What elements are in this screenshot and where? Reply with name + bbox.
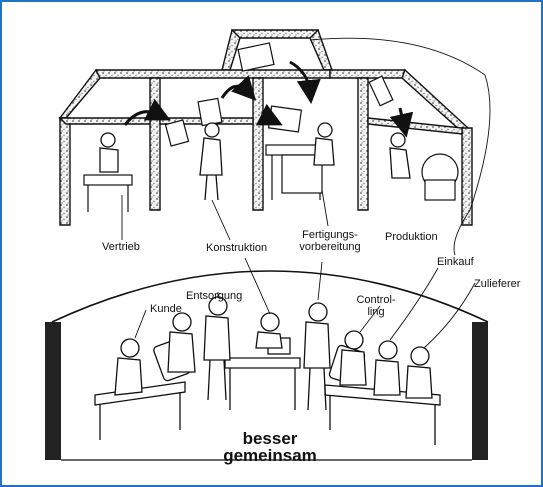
department-walls bbox=[58, 28, 473, 226]
table-left bbox=[94, 381, 186, 406]
meeting-room bbox=[45, 270, 489, 461]
person-zulieferer bbox=[405, 346, 433, 399]
person-fertigung bbox=[313, 122, 335, 166]
leader-controlling bbox=[359, 305, 381, 333]
leader-kunde bbox=[134, 309, 147, 339]
wall-back-left bbox=[95, 69, 331, 79]
label-konstruktion: Konstruktion bbox=[206, 242, 268, 254]
person-bottom-4 bbox=[255, 312, 283, 349]
label-controlling: Control- ling bbox=[354, 294, 398, 318]
leader-einkauf-top bbox=[309, 37, 491, 256]
label-controlling-line2: ling bbox=[367, 306, 385, 318]
person-entsorgung bbox=[203, 296, 231, 401]
wall-left-pillar bbox=[59, 117, 71, 226]
ledge-1 bbox=[58, 117, 151, 125]
leader-fertigung bbox=[321, 189, 329, 227]
wall-left-slope bbox=[58, 68, 101, 119]
room-right-wall bbox=[472, 322, 488, 460]
label-entsorgung: Entsorgung bbox=[186, 290, 243, 302]
leader-konstruktion-2 bbox=[244, 257, 271, 315]
person-produktion bbox=[389, 132, 411, 179]
person-einkauf bbox=[373, 340, 401, 396]
people-bottom bbox=[114, 296, 433, 411]
wall-top-right-slope bbox=[309, 28, 333, 71]
arrow-2 bbox=[220, 75, 257, 101]
label-zulieferer: Zulieferer bbox=[474, 278, 521, 290]
caption-line1: besser bbox=[242, 429, 298, 448]
arrow-3 bbox=[289, 60, 321, 104]
desk-vertrieb bbox=[83, 174, 133, 186]
label-fertigung-line1: Fertigungs- bbox=[302, 229, 358, 241]
label-fertigungsvorbereitung: Fertigungs- vorbereitung bbox=[298, 229, 362, 253]
person-kunde bbox=[114, 338, 143, 396]
wall-divider-1 bbox=[149, 77, 161, 211]
leader-fertigung-2 bbox=[317, 261, 323, 301]
wall-top-roof bbox=[231, 29, 319, 39]
wall-right-pillar bbox=[461, 127, 473, 226]
person-controlling bbox=[339, 330, 367, 386]
room-dome bbox=[51, 270, 489, 323]
leader-einkauf bbox=[389, 267, 439, 341]
wall-divider-3 bbox=[357, 77, 369, 211]
leader-lines bbox=[121, 37, 491, 349]
arrow-4 bbox=[255, 103, 283, 126]
binder-2 bbox=[368, 75, 394, 107]
label-produktion: Produktion bbox=[385, 231, 438, 243]
label-controlling-line1: Control- bbox=[356, 294, 396, 306]
label-einkauf: Einkauf bbox=[437, 256, 474, 268]
flow-arrows bbox=[123, 60, 414, 138]
label-vertrieb: Vertrieb bbox=[102, 241, 140, 253]
table-center bbox=[224, 357, 301, 369]
person-bottom-5 bbox=[303, 302, 331, 411]
person-vertrieb bbox=[99, 132, 119, 173]
ledge-4 bbox=[367, 117, 463, 135]
label-kunde: Kunde bbox=[150, 303, 182, 315]
wall-back-right bbox=[329, 69, 406, 79]
label-fertigung-line2: vorbereitung bbox=[299, 241, 361, 253]
people-top bbox=[99, 122, 411, 201]
blueprint-2 bbox=[267, 105, 303, 133]
furniture-bottom bbox=[94, 337, 441, 445]
caption: besser gemeinsam bbox=[205, 430, 335, 464]
person-bottom-2 bbox=[167, 312, 196, 373]
person-konstruktion bbox=[199, 122, 223, 201]
arrow-1 bbox=[123, 98, 171, 126]
machine-base bbox=[424, 179, 456, 201]
caption-line2: gemeinsam bbox=[223, 446, 317, 465]
binder-1 bbox=[164, 119, 190, 147]
wall-top-left-slope bbox=[221, 28, 241, 71]
arrow-5 bbox=[389, 107, 414, 138]
wall-divider-2 bbox=[252, 77, 264, 211]
room-left-wall bbox=[45, 322, 61, 460]
leader-konstruktion bbox=[211, 199, 231, 241]
document-konstruktion bbox=[197, 97, 223, 127]
leader-zulieferer bbox=[423, 282, 476, 349]
blueprint-1 bbox=[237, 42, 275, 72]
